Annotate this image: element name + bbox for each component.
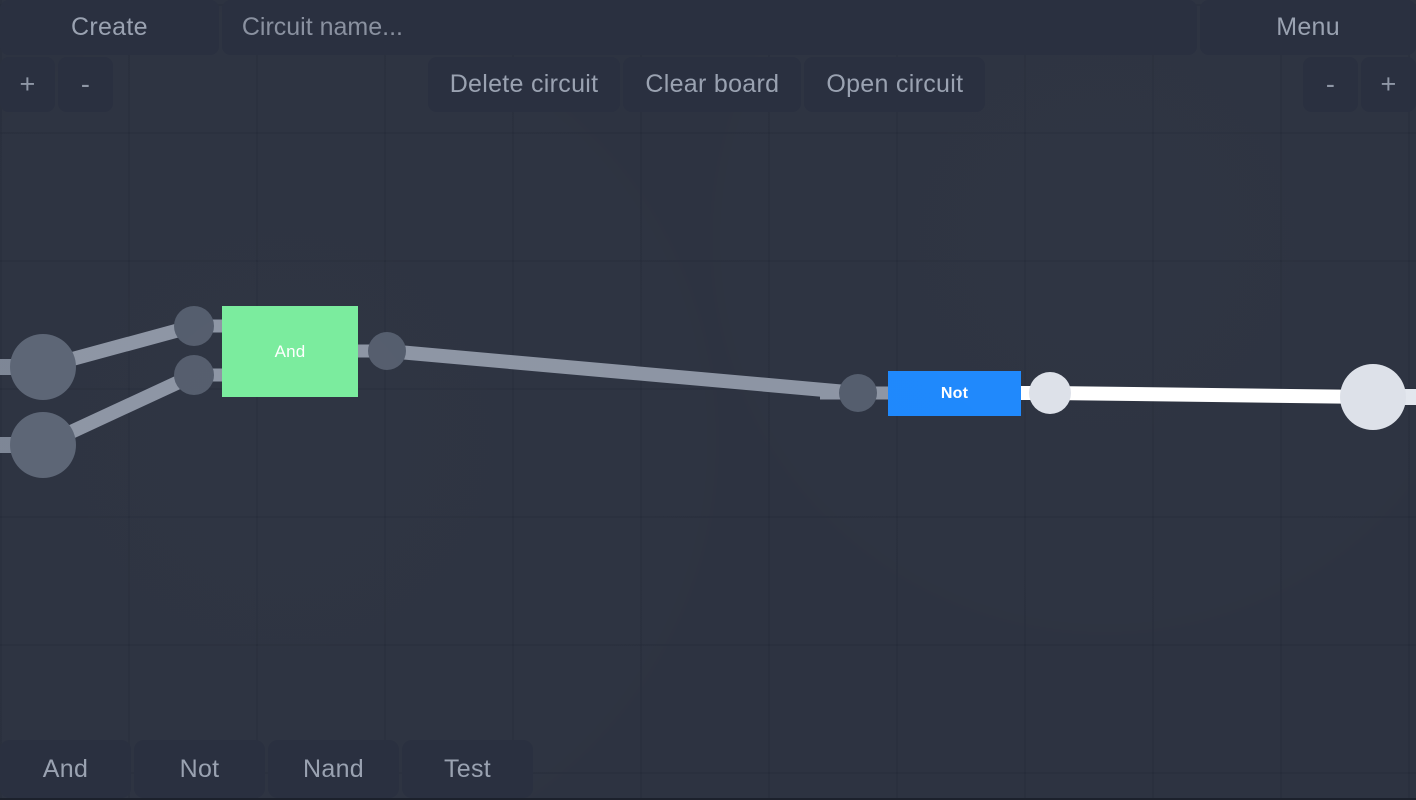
circuit-name-input[interactable] xyxy=(221,0,1198,55)
toolbar-spacer-left xyxy=(113,57,428,112)
zoom-in-button[interactable]: + xyxy=(0,57,55,112)
node-input-a[interactable] xyxy=(10,334,76,400)
clear-board-button[interactable]: Clear board xyxy=(623,57,802,112)
node-and-output[interactable] xyxy=(368,332,406,370)
create-button[interactable]: Create xyxy=(0,0,219,55)
zoom-out-button[interactable]: - xyxy=(58,57,113,112)
gate-palette-test[interactable]: Test xyxy=(402,740,533,798)
node-output-final[interactable] xyxy=(1340,364,1406,430)
scale-down-button[interactable]: - xyxy=(1303,57,1359,112)
wire-and-out-to-not-in[interactable] xyxy=(386,344,859,400)
wire-group-inactive xyxy=(0,319,890,453)
node-and-input-1[interactable] xyxy=(174,306,214,346)
wire-not-out-to-out-final[interactable] xyxy=(1049,386,1374,404)
toolbar-gate-palette: And Not Nand Test xyxy=(0,740,1416,798)
gate-palette-not[interactable]: Not xyxy=(134,740,265,798)
node-input-b[interactable] xyxy=(10,412,76,478)
node-not-input[interactable] xyxy=(839,374,877,412)
gate-not[interactable]: Not xyxy=(888,371,1021,416)
gate-not-label: Not xyxy=(940,384,969,402)
menu-button[interactable]: Menu xyxy=(1200,0,1416,55)
node-not-output[interactable] xyxy=(1029,372,1071,414)
gate-palette-nand[interactable]: Nand xyxy=(268,740,399,798)
toolbar-spacer-right xyxy=(988,57,1303,112)
toolbar-second: + - Delete circuit Clear board Open circ… xyxy=(0,57,1416,112)
scale-up-button[interactable]: + xyxy=(1361,57,1416,112)
delete-circuit-button[interactable]: Delete circuit xyxy=(427,57,621,112)
bottom-edge-strip xyxy=(0,798,1416,800)
gate-palette-and[interactable]: And xyxy=(0,740,131,798)
toolbar-top: Create Menu xyxy=(0,0,1416,55)
node-and-input-2[interactable] xyxy=(174,355,214,395)
gate-and[interactable]: And xyxy=(222,306,358,397)
gate-and-label: And xyxy=(274,341,306,361)
open-circuit-button[interactable]: Open circuit xyxy=(804,57,986,112)
node-group xyxy=(10,306,1406,478)
